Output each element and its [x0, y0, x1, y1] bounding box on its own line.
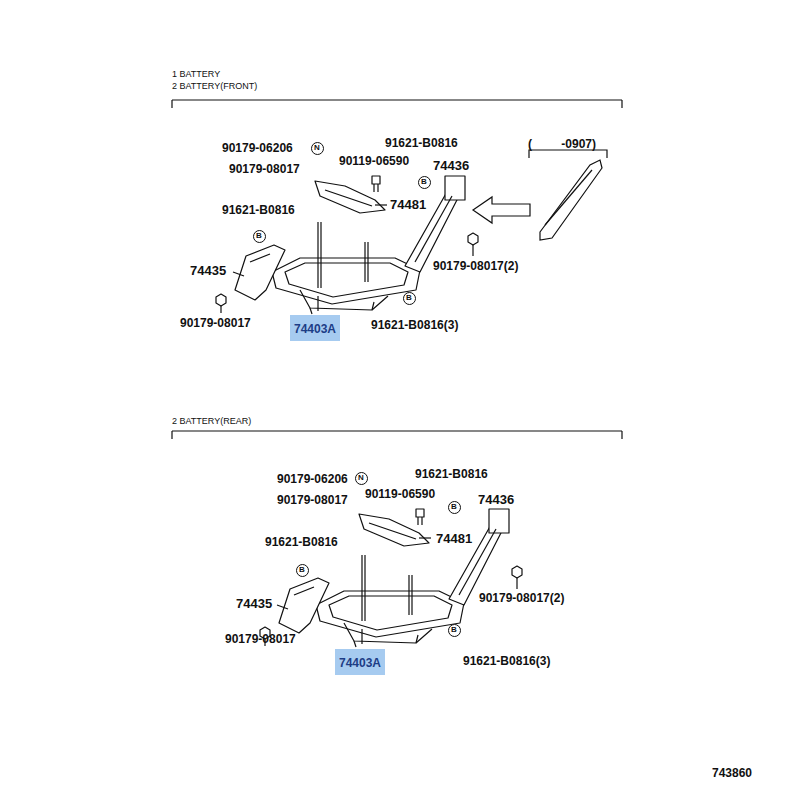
part-number: 90179-06206: [222, 141, 293, 155]
part-number: 90179-08017: [277, 493, 348, 507]
part-number: 74435: [190, 263, 226, 278]
part-number: 90179-08017(2): [479, 591, 564, 605]
part-number: 90179-08017: [180, 316, 251, 330]
part-number: 74436: [433, 158, 469, 173]
symbol-letter: B: [451, 626, 457, 634]
symbol-letter: B: [451, 503, 457, 511]
symbol-circle: B: [403, 292, 416, 305]
part-number: 74403A: [294, 322, 336, 336]
part-number: 91621-B0816: [415, 467, 488, 481]
part-number: 74481: [436, 531, 472, 546]
part-number: 90179-08017: [229, 162, 300, 176]
part-number: ( -0907): [528, 137, 596, 151]
part-number: 91621-B0816(3): [371, 318, 458, 332]
section-heading: 1 BATTERY: [172, 69, 220, 80]
part-number: 91621-B0816: [385, 136, 458, 150]
part-number: 74436: [478, 492, 514, 507]
part-number: 91621-B0816: [265, 535, 338, 549]
symbol-letter: N: [358, 474, 364, 482]
symbol-circle: B: [448, 501, 461, 514]
part-number: 90179-06206: [277, 472, 348, 486]
part-number: 91621-B0816(3): [463, 654, 550, 668]
part-number: 74481: [390, 197, 426, 212]
symbol-letter: N: [314, 144, 320, 152]
part-number: 90119-06590: [365, 487, 435, 501]
part-number: 90179-08017(2): [433, 259, 518, 273]
section-heading: 2 BATTERY(FRONT): [172, 81, 257, 92]
symbol-circle: N: [311, 142, 324, 155]
part-number: 74435: [236, 596, 272, 611]
symbol-circle: B: [253, 230, 266, 243]
part-number: 90119-06590: [339, 154, 409, 168]
highlight-box: 74403A: [335, 649, 385, 675]
symbol-letter: B: [299, 566, 305, 574]
symbol-letter: B: [406, 294, 412, 302]
symbol-letter: B: [256, 232, 262, 240]
part-number: 74403A: [339, 656, 381, 670]
part-number: 743860: [712, 766, 752, 780]
symbol-circle: B: [296, 564, 309, 577]
section-heading: 2 BATTERY(REAR): [172, 416, 251, 427]
symbol-letter: B: [421, 178, 427, 186]
part-number: 90179-08017: [225, 632, 296, 646]
symbol-circle: B: [448, 624, 461, 637]
symbol-circle: N: [355, 472, 368, 485]
symbol-circle: B: [418, 176, 431, 189]
part-number: 91621-B0816: [222, 203, 295, 217]
highlight-box: 74403A: [290, 315, 340, 341]
